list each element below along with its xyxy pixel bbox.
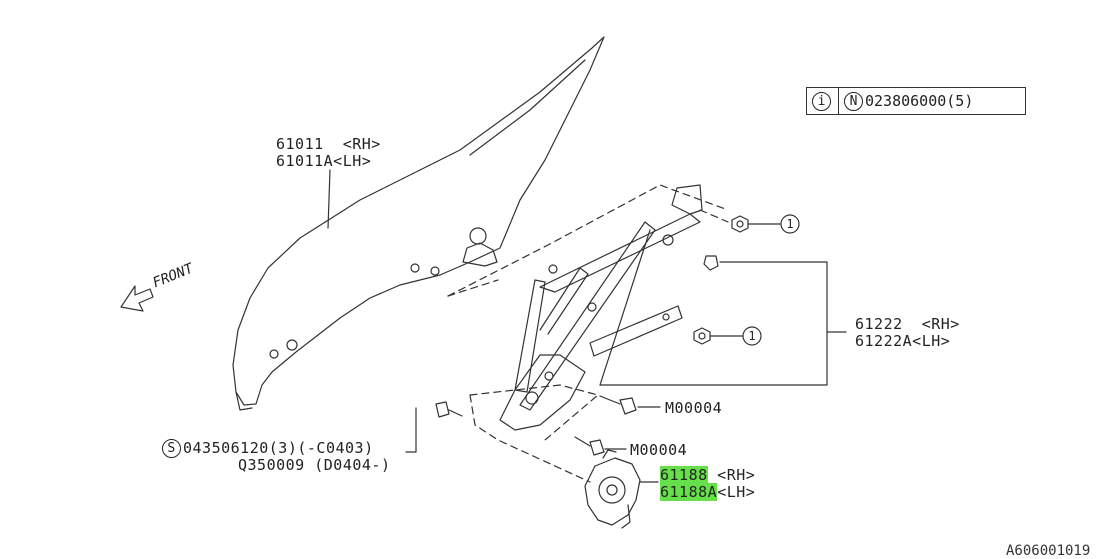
callout-1-lower: 1 — [748, 329, 755, 343]
glass-rh-label: 61011 <RH> — [276, 135, 381, 153]
glass-bracket — [462, 242, 498, 267]
motor-rh-side: <RH> — [707, 466, 756, 484]
motor-rh-label: 61188 <RH> — [660, 466, 756, 484]
glass-lh-label: 61011A<LH> — [276, 152, 372, 170]
motor-rh-number: 61188 — [660, 466, 708, 484]
motor-lh-number: 61188A — [660, 483, 718, 501]
reference-box: i N 023806000(5) — [806, 87, 1026, 115]
figure-id: A606001019 — [1006, 543, 1091, 559]
regulator-lower-rail — [589, 305, 683, 357]
bolt-lower-label: M00004 — [630, 441, 688, 459]
screw-label-line2: Q350009 (D0404-) — [238, 456, 391, 474]
reference-symbol: N — [844, 91, 863, 111]
reference-circle-label: i — [812, 91, 831, 111]
front-arrow — [120, 285, 154, 312]
callout-1-upper: 1 — [786, 217, 793, 231]
screw-part-1: 043506120(3)(-C0403) — [183, 439, 374, 457]
lifter-plate — [499, 354, 586, 431]
bolt-upper-label: M00004 — [665, 399, 723, 417]
regulator-rh-label: 61222 <RH> — [855, 315, 960, 333]
regulator-lh-label: 61222A<LH> — [855, 332, 951, 350]
motor-lh-side: <LH> — [717, 483, 756, 501]
screw-symbol: S — [162, 439, 181, 458]
motor-lh-label: 61188A<LH> — [660, 483, 756, 501]
door-glass-outline — [232, 36, 605, 406]
regulator-upper-rail — [539, 213, 701, 293]
window-motor — [584, 457, 641, 526]
reference-part-number: 023806000(5) — [865, 92, 974, 110]
